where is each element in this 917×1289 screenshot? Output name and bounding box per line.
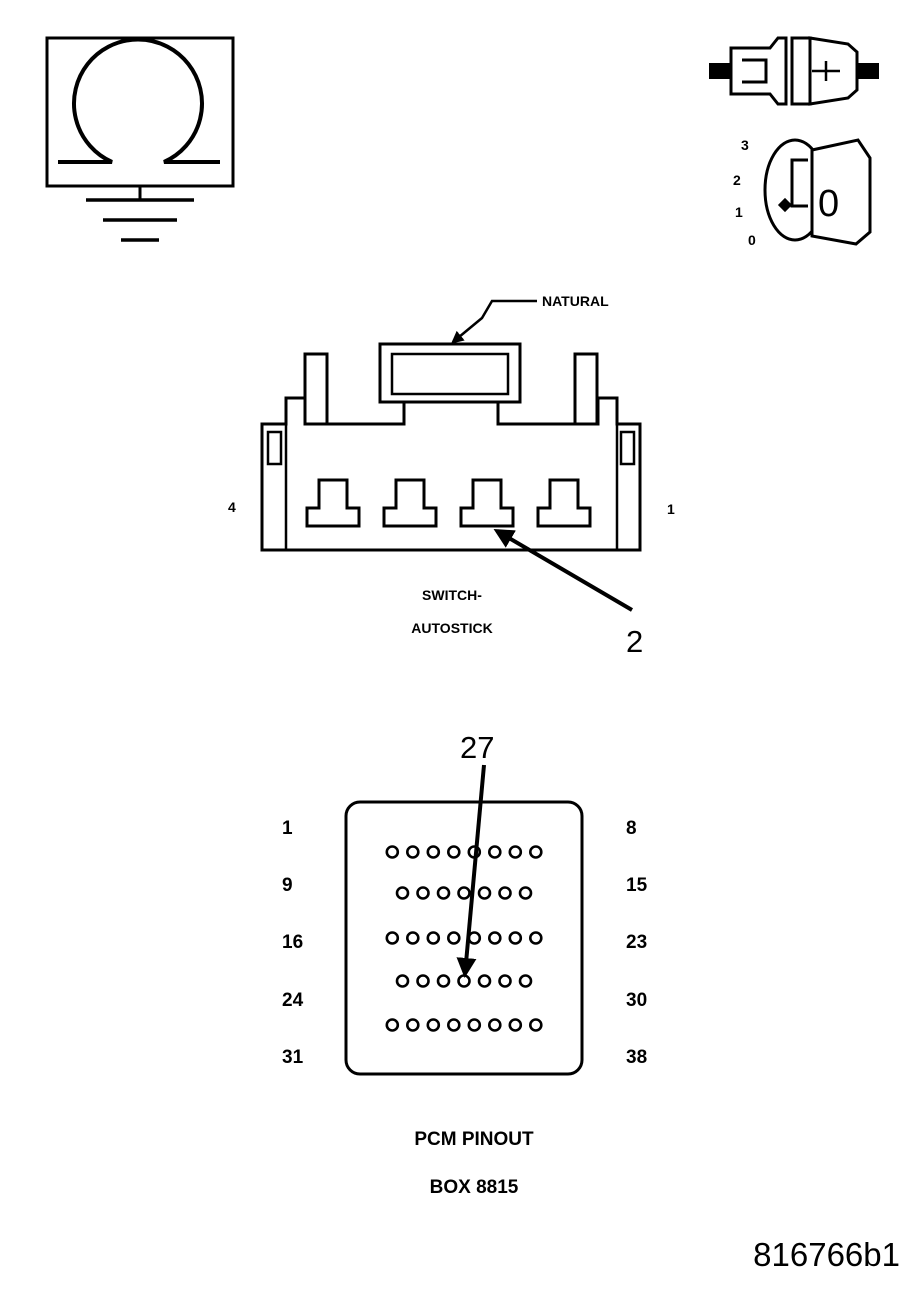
switch-pin-label-left: 4 [228,499,236,515]
pcm-pin-hole [385,931,400,945]
key-position-3: 3 [741,137,749,153]
pcm-left-label-31: 31 [282,1047,304,1068]
natural-callout-label: NATURAL [542,293,609,309]
pcm-pin-hole [508,1018,523,1032]
pcm-pin-hole [487,931,502,945]
switch-pin-label-right: 1 [667,501,675,517]
pcm-pin-hole [385,1018,400,1032]
figure-id: 816766b1 [753,1236,900,1273]
pcm-connector: 27 1 9 16 24 31 8 15 23 30 38 PCM PINOUT… [282,730,648,1198]
pcm-pin-hole [416,886,430,900]
pcm-right-label-15: 15 [626,875,648,896]
pcm-pin-hole [426,845,441,859]
pcm-pin-hole [405,931,420,945]
switch-cavity [536,478,592,528]
pcm-pin-hole [508,845,523,859]
pcm-pin-hole [457,974,471,988]
pcm-left-label-16: 16 [282,932,303,953]
pcm-pin-hole [487,1018,502,1032]
pcm-title-line2: BOX 8815 [430,1177,519,1198]
pcm-pin-grid [385,845,543,1032]
pcm-pin-hole [446,845,461,859]
pcm-pin-hole [498,974,512,988]
pcm-pin-hole [518,974,533,988]
pcm-right-label-30: 30 [626,990,647,1011]
pcm-left-label-24: 24 [282,990,304,1011]
pcm-pin-hole [436,974,451,988]
probe-pin-2-label: 2 [626,624,643,659]
pcm-pin-hole [416,974,430,988]
pcm-pin-hole [477,886,492,900]
pcm-left-label-1: 1 [282,818,293,839]
key-position-2: 2 [733,172,741,188]
pcm-pin-hole [405,845,420,859]
pcm-pin-hole [395,974,410,988]
switch-cavities [305,478,592,528]
pcm-pin-hole [508,931,523,945]
pcm-right-label-23: 23 [626,932,647,953]
pcm-pin-hole [405,1018,420,1032]
pcm-pin-hole [467,1018,482,1032]
probe-pin-27-label: 27 [460,730,494,765]
pcm-pin-hole [385,845,400,859]
probe-arrow-pin-27 [456,764,486,978]
switch-cavity [382,478,438,528]
pcm-pin-hole [518,886,533,900]
probe-arrow-pin-2 [493,528,634,612]
switch-autostick-connector: NATURAL 4 1 2 SWITCH- AUTOSTICK [228,293,675,659]
key-position-1: 1 [735,204,743,220]
pcm-pin-hole [477,974,492,988]
pcm-title-line1: PCM PINOUT [414,1129,534,1150]
pcm-pin-hole [528,1018,543,1032]
pcm-pin-hole [446,931,461,945]
switch-cavity [305,478,361,528]
pcm-pin-hole [426,1018,441,1032]
ohmmeter-ground-icon [45,36,235,242]
key-position-0: 0 [748,232,756,248]
pcm-pin-hole [436,886,451,900]
disconnect-connector-icon [709,36,879,106]
pcm-pin-hole [446,1018,461,1032]
pcm-right-label-38: 38 [626,1047,647,1068]
pcm-left-label-9: 9 [282,875,293,896]
pcm-pin-hole [498,886,512,900]
pcm-pin-hole [487,845,502,859]
key-label: 0 [818,183,839,225]
switch-name-line1: SWITCH- [422,587,482,603]
switch-name-line2: AUTOSTICK [411,620,492,636]
natural-callout-arrow [451,299,537,344]
pcm-right-label-8: 8 [626,818,637,839]
ignition-key-icon: 3 2 1 0 0 [733,137,872,248]
pcm-pin-hole [395,886,410,900]
pcm-pin-hole [528,845,543,859]
pcm-connector-body [344,800,584,1076]
pcm-pin-hole [457,886,471,900]
pcm-pin-hole [426,931,441,945]
pcm-pin-hole [528,931,543,945]
switch-cavity [459,478,515,528]
